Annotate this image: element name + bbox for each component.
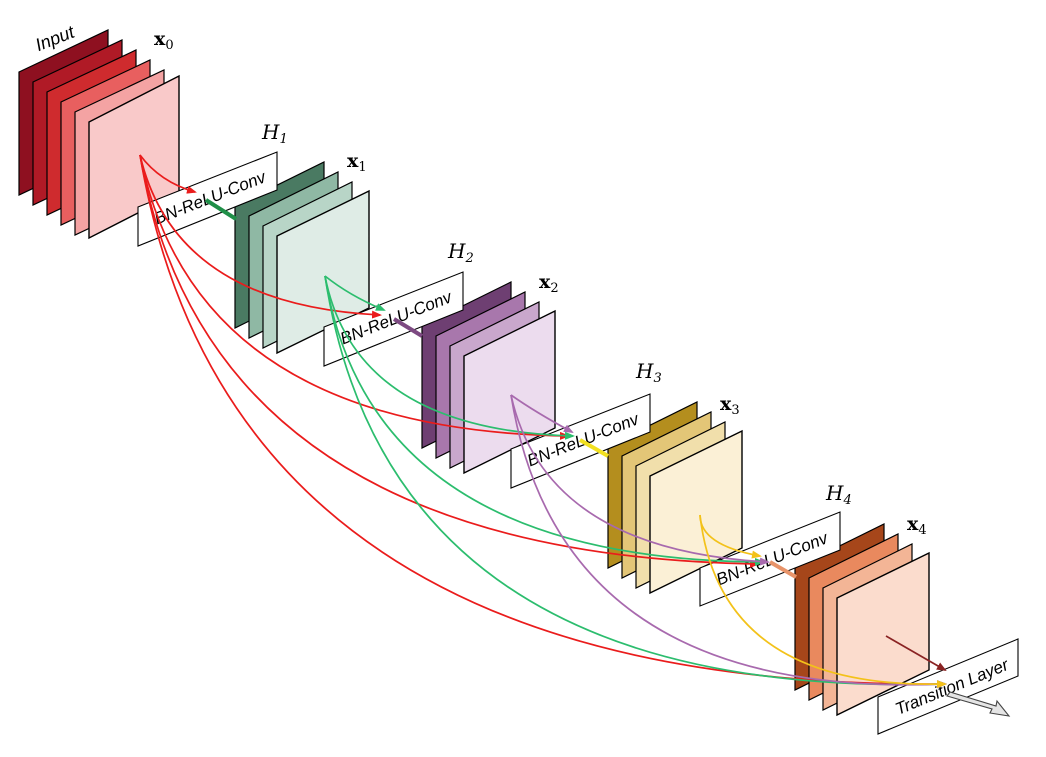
feature-label-x4-sub: 4 xyxy=(918,523,926,538)
feature-label-x3: x3 xyxy=(720,393,740,418)
edge-x3-transition xyxy=(699,514,947,689)
edge-x0-h2 xyxy=(139,154,382,319)
edge-x0-h4 xyxy=(139,154,760,568)
feature-label-x2-base: x xyxy=(539,271,551,293)
layer-label-h3: H3 xyxy=(635,359,662,386)
feature-label-x2: x2 xyxy=(539,271,559,296)
block2-map-front xyxy=(463,309,556,475)
feature-label-x4-base: x xyxy=(907,513,919,535)
output-arrow xyxy=(946,691,1011,717)
edge-x0-h1 xyxy=(139,154,197,194)
feature-label-x1-sub: 1 xyxy=(358,160,366,175)
layer-label-h1: H1 xyxy=(261,120,288,147)
feature-label-x1: x1 xyxy=(347,150,367,175)
layer-label-h3-sub: 3 xyxy=(653,371,661,386)
connector-x1-h2 xyxy=(392,317,424,338)
feature-label-x3-sub: 3 xyxy=(731,403,739,418)
layer-label-h2-base: H xyxy=(447,239,466,263)
feature-block-4 xyxy=(794,523,930,717)
edge-x1-h2 xyxy=(324,275,386,311)
feature-block-3 xyxy=(607,401,743,595)
edges-from-x2 xyxy=(510,394,947,689)
feature-label-x3-base: x xyxy=(720,393,732,415)
edge-x1-h4 xyxy=(324,275,765,566)
layer-label-h4: H4 xyxy=(825,481,852,508)
layer-label-h3-base: H xyxy=(635,359,654,383)
connector-x0-h1 xyxy=(204,198,238,221)
feature-label-x4: x4 xyxy=(907,513,927,538)
feature-label-x2-sub: 2 xyxy=(550,281,558,296)
edges-from-x0 xyxy=(139,154,947,689)
edges-from-x3 xyxy=(699,514,947,689)
edge-x2-transition xyxy=(510,394,947,689)
layer-label-h2: H2 xyxy=(447,239,474,266)
layer-label-h2-sub: 2 xyxy=(464,251,473,266)
layer-label-h4-base: H xyxy=(825,481,844,505)
edge-x0-h3 xyxy=(139,154,570,440)
layer-label-h1-base: H xyxy=(261,120,280,144)
feature-label-x0-sub: 0 xyxy=(165,38,173,53)
edge-x2-h3 xyxy=(510,394,574,433)
feature-label-x0-base: x xyxy=(154,28,166,50)
layer-label-h1-sub: 1 xyxy=(279,132,287,147)
input-stack xyxy=(18,29,180,240)
feature-label-x1-base: x xyxy=(347,150,359,172)
connector-x2-h3 xyxy=(579,438,609,458)
connector-x3-h4 xyxy=(769,560,797,579)
layer-label-h4-sub: 4 xyxy=(842,493,851,508)
edge-x4-transition xyxy=(885,635,947,671)
edge-x2-h4 xyxy=(510,394,770,566)
block4-map-front xyxy=(836,551,930,717)
feature-label-x0: x0 xyxy=(154,28,174,53)
edge-x1-transition xyxy=(324,275,947,689)
